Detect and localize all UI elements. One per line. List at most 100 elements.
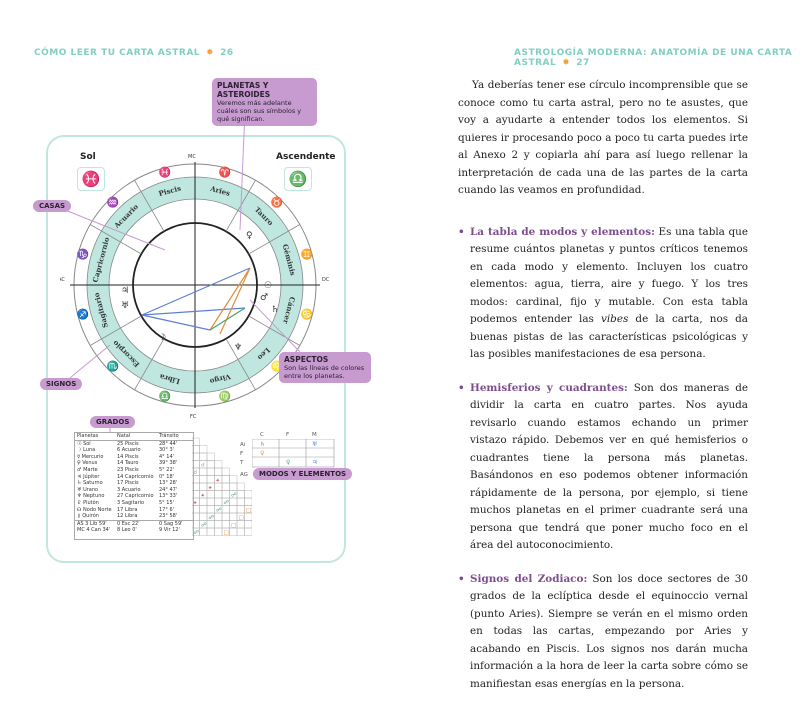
aspect-line [209,267,251,331]
aspect-grid-cell [199,467,208,476]
sign-glyph-icon: ♋ [301,308,313,321]
aspect-grid-cell [199,482,208,491]
axis-markers: MC AC DC FC [60,154,330,420]
degree-table-cell: 5° 22' [159,466,175,473]
bullet-modos: • La tabla de modos y elementos: Es una … [458,224,748,364]
degree-table-cell: ♇ Plutón [77,499,99,506]
mars-glyph: ♂ [260,293,268,303]
modes-row-label: AG [240,472,248,478]
degree-table-cell: AS 3 Lib 59' [77,520,107,527]
dc-label: DC [322,277,330,283]
bullet-term: La tabla de modos y elementos: [470,225,655,238]
degree-table-row: ♂ Marte 23 Piscis 5° 22' [75,467,193,474]
modes-col-label: C [260,432,264,438]
house-spoke [225,338,256,390]
degree-table-cell: 23 Piscis [117,466,139,473]
degree-table-cell: ☽ Luna [77,447,96,454]
bullet-term: Signos del Zodiaco: [470,572,588,585]
aspect-grid-cell [214,520,223,529]
aspect-grid-cell [221,520,230,529]
left-header-title: CÓMO LEER TU CARTA ASTRAL [34,48,201,58]
saturn-glyph: ♄ [271,305,279,315]
degree-table-header: Planetas Natal Tránsito [75,433,193,441]
sign-glyphs: ♓♈♉♊♋♌♍♎♏♐♑♒ [77,165,314,402]
aspect-symbol: □ [239,515,244,521]
right-page-number: 27 [576,58,590,68]
aspect-grid-cell [199,475,208,484]
sign-glyph-icon: ♊ [301,247,313,260]
degree-table-cell: 24° 47' [159,486,178,493]
aspect-grid-cell [244,512,252,521]
aspect-grid-cell [221,482,230,491]
aspect-grid-cell [244,527,252,536]
aspect-grid-cell [214,527,223,536]
fc-label: FC [190,414,197,420]
degree-table-cell: 25 Piscis [117,440,139,447]
degree-table-row: ☊ Nodo Norte 17 Libra 17° 6' [75,507,193,514]
aspectos-callout-title: ASPECTOS [284,355,329,364]
aspect-grid-cell [192,520,200,529]
bullet-hemisferios: • Hemisferios y cuadrantes: Son dos mane… [458,380,748,555]
sign-glyph-icon: ♐ [77,308,89,321]
degree-table-header-cell: Planetas [77,433,99,439]
degree-table-cell: 0 Sag 59' [159,520,183,527]
sign-glyph-icon: ♒ [107,195,119,208]
aspect-symbol: ☌ [201,462,205,469]
house-spoke [134,338,165,390]
bullet-dot-icon: • [458,381,465,394]
degree-table-cell: 17 Libra [117,506,138,513]
aspect-grid-cell [199,512,208,521]
sign-glyph-icon: ♓ [159,165,171,178]
signos-callout: SIGNOS [40,378,83,390]
degree-table-cell: 17° 6' [159,506,175,513]
ascendente-sign-icon: ♎ [284,167,312,191]
degree-table-cell: 3 Acuario [117,486,141,493]
degree-table-cell: 27 Capricornio [117,493,154,500]
aspect-grid-cell [192,505,200,514]
svg-text:♅: ♅ [312,441,317,448]
aspect-grid-cell [192,475,200,484]
aspect-grid-cell [229,512,238,521]
degree-table-cell: 5° 15' [159,499,175,506]
sign-glyph-icon: ♎ [159,390,171,403]
aspect-grid-cell [221,475,230,484]
bullet-text-cont: de la carta, nos da buenas pistas de las… [470,313,748,360]
degree-table-cell: 8 Leo 0' [117,527,137,534]
degree-table-cell: ☊ Nodo Norte [77,506,112,513]
aspect-grid-cell [192,490,200,499]
aspect-symbol: ☍ [231,492,237,499]
degree-table-cell: ♂ Marte [77,466,98,473]
mc-label: MC [188,154,196,160]
degree-table-footer: AS 3 Lib 59'0 Esc 22'0 Sag 59'MC 4 Can 3… [75,519,193,534]
aspect-grid-cell [244,497,252,506]
degree-table-cell: 0 Esc 22' [117,520,140,527]
star-icon: ✸ [206,48,215,58]
left-page: CÓMO LEER TU CARTA ASTRAL✸26 Sol ♓ Ascen… [0,0,400,625]
sign-glyph-icon: ♈ [219,165,231,178]
aspect-grid-cell [206,490,215,499]
aspect-grid-cell [236,520,245,529]
jupiter-glyph: ♃ [121,286,129,296]
svg-text:♃: ♃ [312,459,317,466]
aspect-grid-cell [236,497,245,506]
sol-label: Sol [80,152,96,162]
aspect-symbol: ☍ [201,522,207,529]
right-header-title: ASTROLOGÍA MODERNA: ANATOMÍA DE UNA CART… [514,48,793,68]
degree-table-cell: 14 Capricornio [117,473,154,480]
aspect-symbol: □ [246,508,251,514]
degree-table-cell: ☉ Sol [77,440,91,447]
aspect-grid-cell [192,437,200,446]
aspect-symbol: ☌ [194,469,198,476]
aspect-grid-cell [236,482,245,491]
aspect-grid-cell [214,497,223,506]
aspect-grid-cell [192,482,200,491]
aspect-grid-cell [236,490,245,499]
bullet-dot-icon: • [458,225,465,238]
aspect-grid-cell [244,490,252,499]
degree-table-cell: 13° 28' [159,480,178,487]
